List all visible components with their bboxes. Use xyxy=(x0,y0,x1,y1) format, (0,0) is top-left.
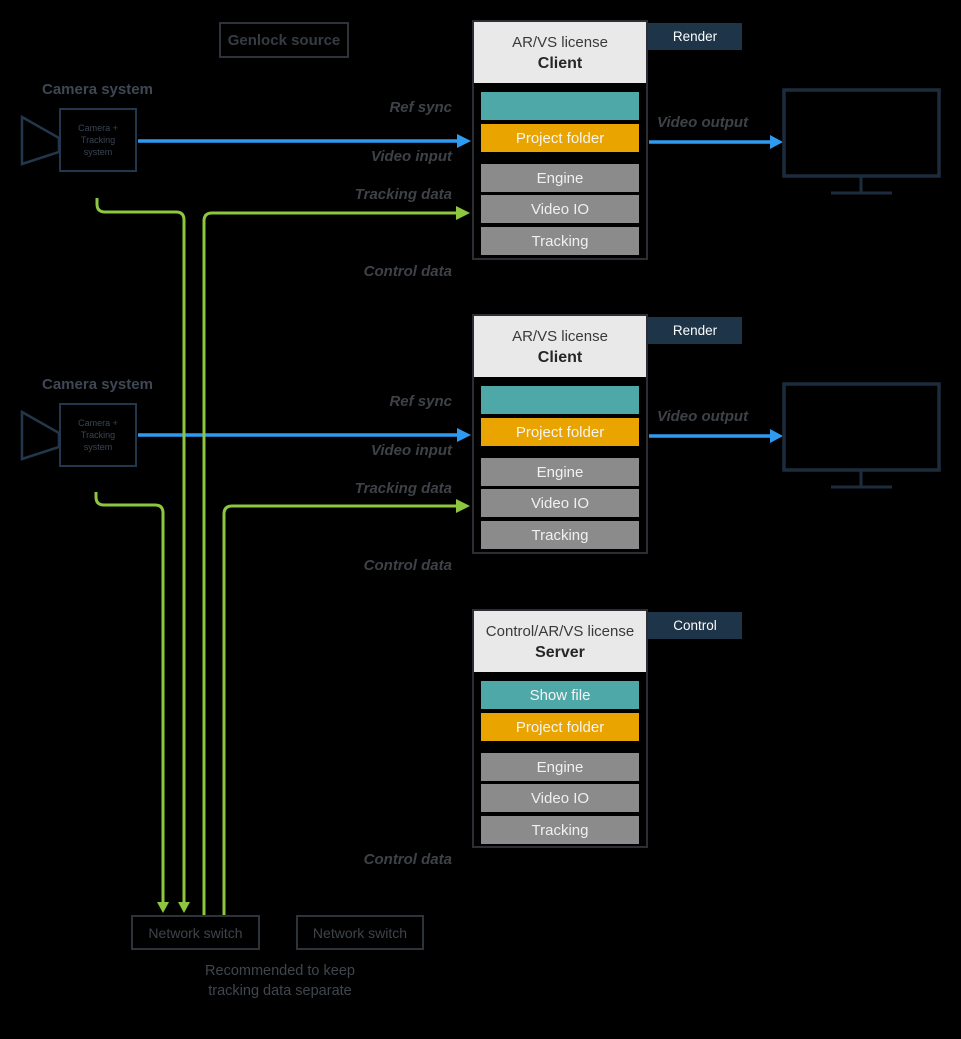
camera-box-text: system xyxy=(83,442,113,452)
camera-lens-icon xyxy=(20,114,61,166)
node-header: Control/AR/VS license Server xyxy=(474,611,646,672)
tracking-bar: Tracking xyxy=(481,227,639,255)
bar-label: Tracking xyxy=(531,821,589,839)
arrowhead-icon xyxy=(457,134,471,148)
camera-box-text: Camera + xyxy=(78,418,118,428)
engine-bar: Engine xyxy=(481,753,639,781)
camera2-video-input-arrow xyxy=(138,428,471,442)
label-video-input: Video input xyxy=(370,442,452,459)
tag-label: Render xyxy=(672,323,718,338)
note-line: tracking data separate xyxy=(208,983,352,999)
bar-label: Engine xyxy=(536,463,584,481)
render-client-node: AR/VS license Client Project folder Engi… xyxy=(472,314,648,554)
tracking-network-note: Recommended to keep tracking data separa… xyxy=(150,961,410,1001)
switch-to-client2-tracking-arrow xyxy=(222,499,470,915)
label-video-output: Video output xyxy=(657,114,749,131)
camera-lens-icon xyxy=(20,409,61,461)
arrowhead-icon xyxy=(456,206,470,220)
tracking-bar: Tracking xyxy=(481,816,639,844)
render-tag: Render xyxy=(648,317,742,344)
node-header: AR/VS license Client xyxy=(474,316,646,377)
project-folder-bar: Project folder xyxy=(481,418,639,446)
network-switch-label: Network switch xyxy=(312,924,408,941)
client1-video-output-arrow xyxy=(649,135,783,149)
arrowhead-icon xyxy=(770,429,783,443)
bar-label: Tracking xyxy=(531,232,589,250)
show-file-bar xyxy=(481,92,639,120)
tag-label: Control xyxy=(673,618,717,633)
arrowhead-icon xyxy=(770,135,783,149)
project-folder-bar: Project folder xyxy=(481,713,639,741)
tracking-bar: Tracking xyxy=(481,521,639,549)
camera-box-text: Camera + xyxy=(78,123,118,133)
bar-label: Show file xyxy=(529,686,591,704)
render-tag: Render xyxy=(648,23,742,50)
bar-label: Project folder xyxy=(515,129,605,147)
node-header: AR/VS license Client xyxy=(474,22,646,83)
camera-tracking-box: Camera + Tracking system xyxy=(59,108,137,172)
note-line: Recommended to keep xyxy=(205,963,355,979)
label-control-data: Control data xyxy=(363,851,452,868)
label-tracking-data: Tracking data xyxy=(354,480,452,497)
network-switch-label: Network switch xyxy=(148,924,243,941)
video-io-bar: Video IO xyxy=(481,489,639,517)
bar-label: Video IO xyxy=(530,200,590,218)
video-io-bar: Video IO xyxy=(481,195,639,223)
arrowhead-icon xyxy=(178,902,190,913)
camera-box-text: system xyxy=(83,147,113,157)
camera-box-text: Tracking xyxy=(80,430,116,440)
render-client-node: AR/VS license Client Project folder Engi… xyxy=(472,20,648,260)
bar-label: Video IO xyxy=(530,494,590,512)
genlock-source-box: Genlock source xyxy=(219,22,349,58)
node-role-label: Client xyxy=(537,348,583,366)
arrowhead-icon xyxy=(157,902,169,913)
tag-label: Render xyxy=(672,29,718,44)
network-switch-box: Network switch xyxy=(296,915,424,950)
engine-bar: Engine xyxy=(481,458,639,486)
monitor-icon xyxy=(782,88,941,195)
bar-label: Video IO xyxy=(530,789,590,807)
bar-label: Project folder xyxy=(515,423,605,441)
show-file-bar xyxy=(481,386,639,414)
label-ref-sync: Ref sync xyxy=(389,393,452,410)
license-type-label: Control/AR/VS license xyxy=(485,622,635,640)
node-role-label: Client xyxy=(537,54,583,72)
camera1-tracking-to-switch-arrow xyxy=(95,198,190,913)
camera-tracking-box: Camera + Tracking system xyxy=(59,403,137,467)
arrowhead-icon xyxy=(456,499,470,513)
engine-bar: Engine xyxy=(481,164,639,192)
camera-system-title: Camera system xyxy=(42,81,153,98)
label-video-output: Video output xyxy=(657,408,749,425)
genlock-source-label: Genlock source xyxy=(227,31,341,49)
label-control-data: Control data xyxy=(363,557,452,574)
node-role-label: Server xyxy=(535,643,585,661)
show-file-bar: Show file xyxy=(481,681,639,709)
label-tracking-data: Tracking data xyxy=(354,186,452,203)
network-switch-box: Network switch xyxy=(131,915,260,950)
client2-video-output-arrow xyxy=(649,429,783,443)
camera2-tracking-to-switch-arrow xyxy=(94,492,169,913)
project-folder-bar: Project folder xyxy=(481,124,639,152)
bar-label: Engine xyxy=(536,758,584,776)
switch-to-client1-tracking-arrow xyxy=(202,206,470,915)
camera-system-title: Camera system xyxy=(42,376,153,393)
control-server-node: Control/AR/VS license Server Show file P… xyxy=(472,609,648,848)
camera-box-text: Tracking xyxy=(80,135,116,145)
monitor-icon xyxy=(782,382,941,489)
label-control-data: Control data xyxy=(363,263,452,280)
label-video-input: Video input xyxy=(370,148,452,165)
bar-label: Project folder xyxy=(515,718,605,736)
bar-label: Tracking xyxy=(531,526,589,544)
video-io-bar: Video IO xyxy=(481,784,639,812)
camera1-video-input-arrow xyxy=(138,134,471,148)
label-ref-sync: Ref sync xyxy=(389,99,452,116)
license-type-label: AR/VS license xyxy=(512,327,608,345)
license-type-label: AR/VS license xyxy=(512,33,608,51)
arrowhead-icon xyxy=(457,428,471,442)
control-tag: Control xyxy=(648,612,742,639)
bar-label: Engine xyxy=(536,169,584,187)
